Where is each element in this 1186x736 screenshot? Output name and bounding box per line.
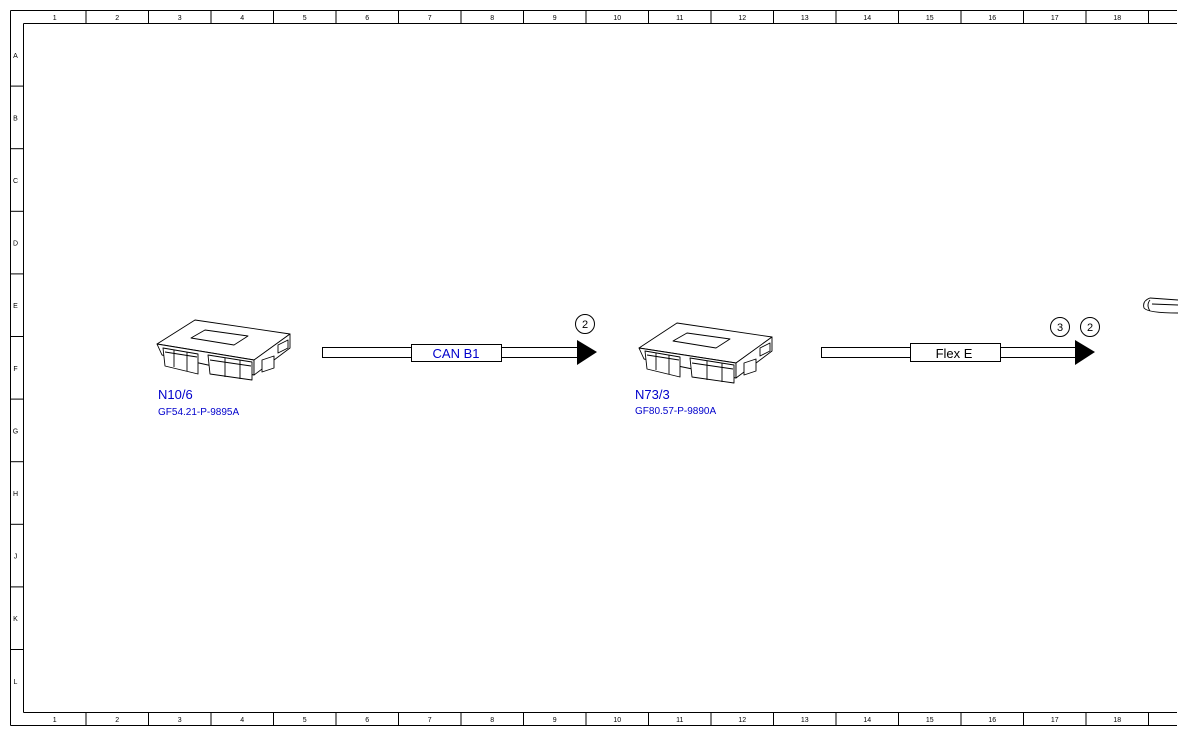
bus-label-box — [910, 343, 1001, 362]
row-label: J — [14, 554, 18, 561]
sheet-frame — [10, 10, 1177, 726]
column-label: 15 — [926, 717, 934, 724]
component-doc-link[interactable]: GF80.57-P-9890A — [635, 406, 716, 417]
column-label: 7 — [428, 717, 432, 724]
control-unit-n73-3[interactable]: N73/3 GF80.57-P-9890A — [635, 322, 773, 417]
bus-label[interactable]: CAN B1 — [433, 346, 480, 361]
partial-component-icon — [1143, 297, 1179, 314]
reference-marker[interactable]: 2 — [1080, 317, 1100, 337]
column-label: 4 — [240, 717, 244, 724]
row-label: K — [13, 616, 18, 623]
reference-number: 3 — [1057, 322, 1063, 334]
column-label: 1 — [53, 15, 57, 22]
bus-flex-e[interactable]: Flex E 3 2 — [821, 317, 1100, 366]
bus-can-b1[interactable]: CAN B1 2 — [322, 314, 598, 366]
control-unit-n73-3-icon — [638, 322, 773, 384]
row-label: A — [13, 53, 18, 60]
column-label: 8 — [490, 15, 494, 22]
column-label: 6 — [365, 15, 369, 22]
column-label: 17 — [1051, 717, 1059, 724]
column-label: 3 — [178, 15, 182, 22]
control-unit-n10-6-icon — [156, 319, 291, 381]
column-label: 10 — [613, 717, 621, 724]
column-label: 2 — [115, 15, 119, 22]
component-doc-link[interactable]: GF54.21-P-9895A — [158, 407, 239, 418]
column-label: 5 — [303, 717, 307, 724]
column-label: 1 — [53, 717, 57, 724]
bus-label: Flex E — [936, 346, 973, 361]
column-label: 13 — [801, 717, 809, 724]
column-label: 14 — [863, 15, 871, 22]
column-label: 11 — [676, 717, 683, 724]
column-label: 9 — [553, 15, 557, 22]
reference-number: 2 — [1087, 322, 1093, 334]
reference-number: 2 — [582, 319, 588, 331]
control-unit-n10-6[interactable]: N10/6 GF54.21-P-9895A — [156, 319, 291, 418]
column-label: 12 — [738, 15, 746, 22]
row-label: F — [13, 366, 17, 373]
column-label: 18 — [1113, 717, 1121, 724]
column-label: 15 — [926, 15, 934, 22]
row-label: G — [13, 428, 18, 435]
row-label: L — [14, 679, 18, 686]
row-ruler: A B C D E F G H J K L — [10, 53, 24, 686]
column-label: 11 — [676, 15, 683, 22]
arrow-right-icon — [1075, 340, 1095, 365]
component-id-label[interactable]: N73/3 — [635, 387, 670, 402]
row-label: H — [13, 491, 18, 498]
bus-label-box — [411, 344, 502, 362]
column-label: 6 — [365, 717, 369, 724]
column-label: 13 — [801, 15, 809, 22]
row-label: D — [13, 241, 18, 248]
column-label: 3 — [178, 717, 182, 724]
column-label: 10 — [613, 15, 621, 22]
column-label: 2 — [115, 717, 119, 724]
reference-marker[interactable]: 3 — [1050, 317, 1070, 337]
column-label: 12 — [738, 717, 746, 724]
column-label: 17 — [1051, 15, 1059, 22]
row-label: E — [13, 303, 18, 310]
column-label: 9 — [553, 717, 557, 724]
column-label: 5 — [303, 15, 307, 22]
column-label: 14 — [863, 717, 871, 724]
column-ruler: 1122334455667788991010111112121313141415… — [53, 10, 1149, 726]
component-id-label[interactable]: N10/6 — [158, 387, 193, 402]
column-label: 16 — [988, 15, 996, 22]
column-label: 8 — [490, 717, 494, 724]
row-label: C — [13, 178, 18, 185]
row-label: B — [13, 115, 18, 122]
column-label: 4 — [240, 15, 244, 22]
reference-marker[interactable]: 2 — [575, 314, 595, 334]
column-label: 16 — [988, 717, 996, 724]
arrow-right-icon — [577, 340, 597, 365]
column-label: 18 — [1113, 15, 1121, 22]
column-label: 7 — [428, 15, 432, 22]
